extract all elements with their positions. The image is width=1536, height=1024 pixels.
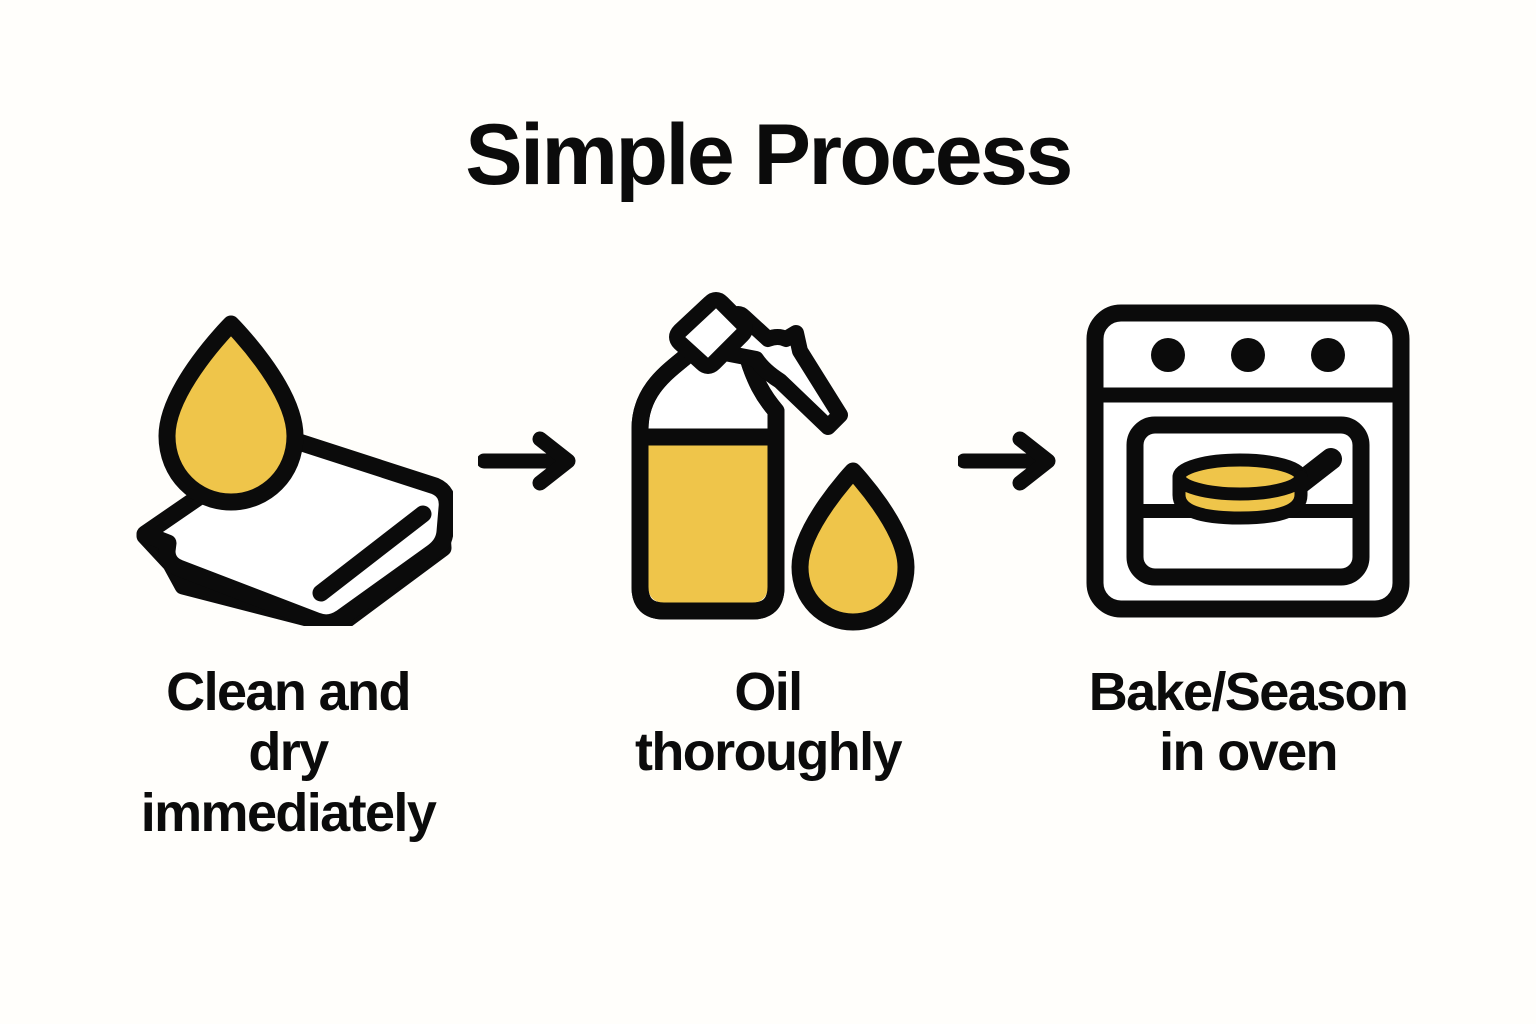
skillet-shape [1172, 448, 1342, 525]
water-droplet-shape [158, 315, 304, 511]
oil-bottle-with-droplet-icon [631, 291, 915, 630]
arrow-right-icon [478, 431, 576, 491]
oil-bottle-shape [631, 342, 785, 619]
step-2-icon-wrap [588, 286, 948, 636]
connector-1-wrap [468, 286, 588, 636]
oil-droplet-shape [791, 462, 915, 630]
step-3-icon-wrap [1068, 286, 1428, 636]
page-title: Simple Process [465, 107, 1073, 203]
arrow-right-icon [958, 431, 1056, 491]
step-2-label: Oil thoroughly [635, 662, 903, 783]
process-step-1: Clean and dry immediately [108, 286, 468, 843]
bottle-spout-shape [669, 291, 848, 435]
connector-2-wrap [948, 286, 1068, 636]
step-3-label: Bake/Season in oven [1088, 662, 1409, 783]
process-steps-row: Clean and dry immediately [0, 286, 1536, 846]
process-step-2: Oil thoroughly [588, 286, 948, 783]
oven-knob-1 [1151, 338, 1185, 372]
oven-knob-3 [1311, 338, 1345, 372]
oven-with-skillet-icon [1086, 304, 1410, 618]
cloth-with-droplet-icon [136, 315, 453, 626]
step-1-icon-wrap [108, 286, 468, 636]
oven-knob-2 [1231, 338, 1265, 372]
process-step-3: Bake/Season in oven [1068, 286, 1428, 783]
step-1-label: Clean and dry immediately [140, 662, 437, 843]
